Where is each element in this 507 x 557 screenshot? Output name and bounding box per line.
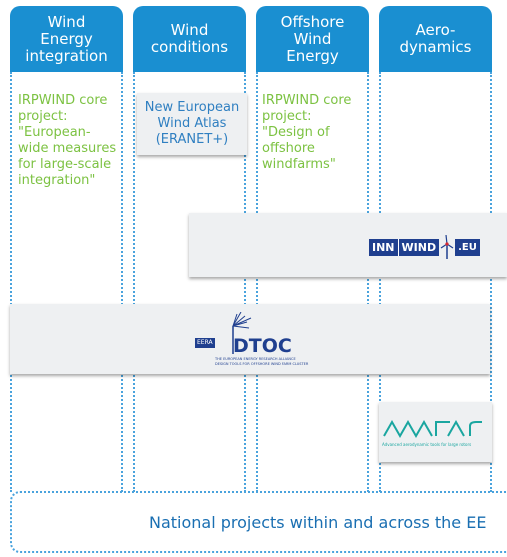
national-projects-box: National projects within and across the … <box>10 491 507 553</box>
column-guide <box>379 72 492 492</box>
column-guide <box>256 72 369 492</box>
column-header-wind-conditions: Wind conditions <box>133 6 246 72</box>
column-header-wind-energy-integration: Wind Energy integration <box>10 6 123 72</box>
turbine-icon <box>232 312 252 354</box>
innwind-banner: INN WIND .EU <box>189 213 507 277</box>
avatar-logo: Advanced aerodynamic tools for large rot… <box>382 418 490 448</box>
column-header-aerodynamics: Aero- dynamics <box>379 6 492 72</box>
avatar-wordmark-icon <box>383 419 482 439</box>
core-project-offshore: IRPWIND core project: "Design of offshor… <box>262 93 352 172</box>
column-guide <box>10 72 123 492</box>
column-header-offshore-wind-energy: Offshore Wind Energy <box>256 6 369 72</box>
turbine-icon <box>440 235 454 259</box>
national-projects-label: National projects within and across the … <box>149 512 487 532</box>
dtoc-banner: EERA DTOC THE EUROPEAN ENERGY RESEARCH A… <box>10 304 490 374</box>
dtoc-logo: EERA DTOC THE EUROPEAN ENERGY RESEARCH A… <box>195 312 335 368</box>
core-project-integration: IRPWIND core project: "European- wide me… <box>18 93 117 188</box>
column-guide <box>133 72 246 492</box>
wind-atlas-box: New European Wind Atlas (ERANET+) <box>137 93 247 155</box>
innwind-logo: INN WIND .EU <box>369 235 480 259</box>
avatar-box: Advanced aerodynamic tools for large rot… <box>379 402 492 462</box>
